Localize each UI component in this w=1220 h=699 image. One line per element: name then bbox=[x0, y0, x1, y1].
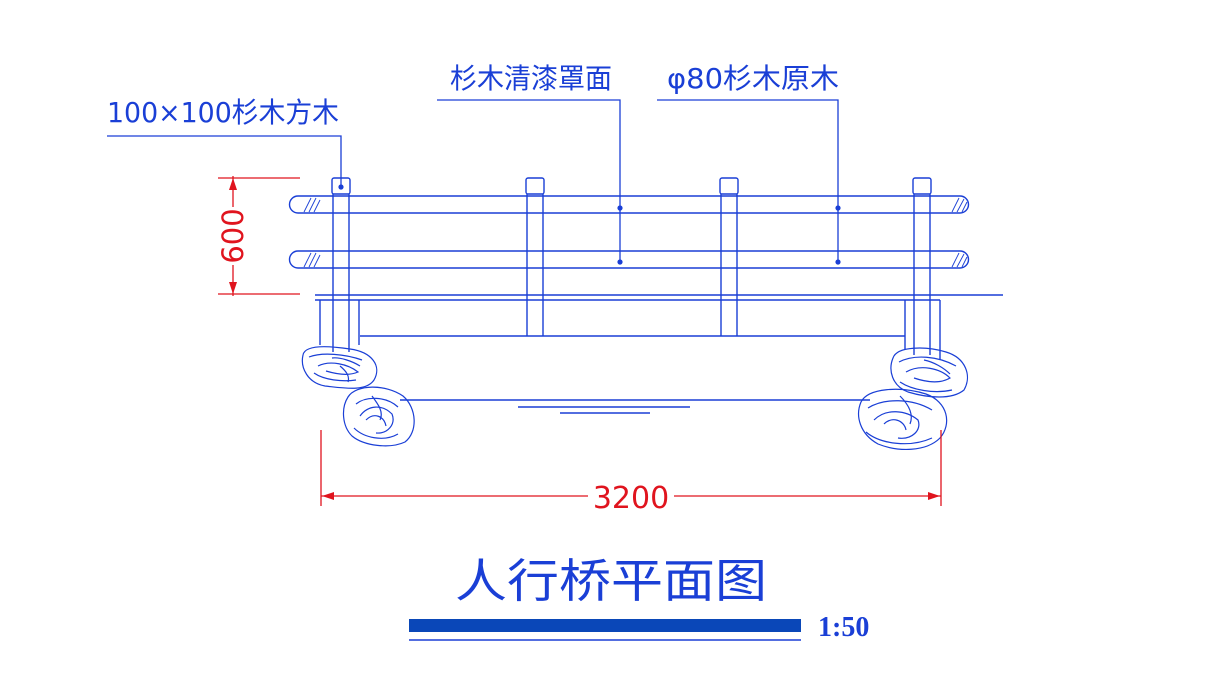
post-4 bbox=[912, 177, 932, 355]
title-underline-thick bbox=[409, 619, 801, 632]
height-dimension bbox=[218, 176, 300, 296]
post-1 bbox=[331, 177, 360, 352]
boulder-right-bottom bbox=[857, 388, 948, 450]
deck-edge bbox=[315, 294, 1003, 360]
boulder-left-top bbox=[301, 346, 378, 389]
label-varnish: 杉木清漆罩面 bbox=[450, 62, 612, 95]
height-dimension-gap bbox=[222, 207, 244, 265]
log-end-hatching bbox=[303, 197, 968, 268]
upper-rail bbox=[288, 195, 970, 214]
label-square-timber: 100×100杉木方木 bbox=[107, 96, 339, 129]
water-lines bbox=[400, 399, 870, 414]
dimension-length-label: 3200 bbox=[593, 481, 669, 516]
post-3 bbox=[719, 177, 739, 336]
drawing-scale: 1:50 bbox=[818, 612, 869, 643]
label-round-log: φ80杉木原木 bbox=[667, 62, 839, 95]
post-2 bbox=[525, 177, 545, 336]
lower-rail bbox=[288, 250, 970, 269]
length-dimension-gap bbox=[588, 480, 674, 510]
leader-dots bbox=[338, 184, 841, 265]
drawing-title: 人行桥平面图 bbox=[455, 554, 767, 608]
bridge-structure bbox=[288, 177, 1003, 450]
boulder-left-bottom bbox=[342, 386, 415, 447]
dimension-height-label: 600 bbox=[216, 208, 250, 263]
boulder-right-top bbox=[890, 347, 968, 398]
